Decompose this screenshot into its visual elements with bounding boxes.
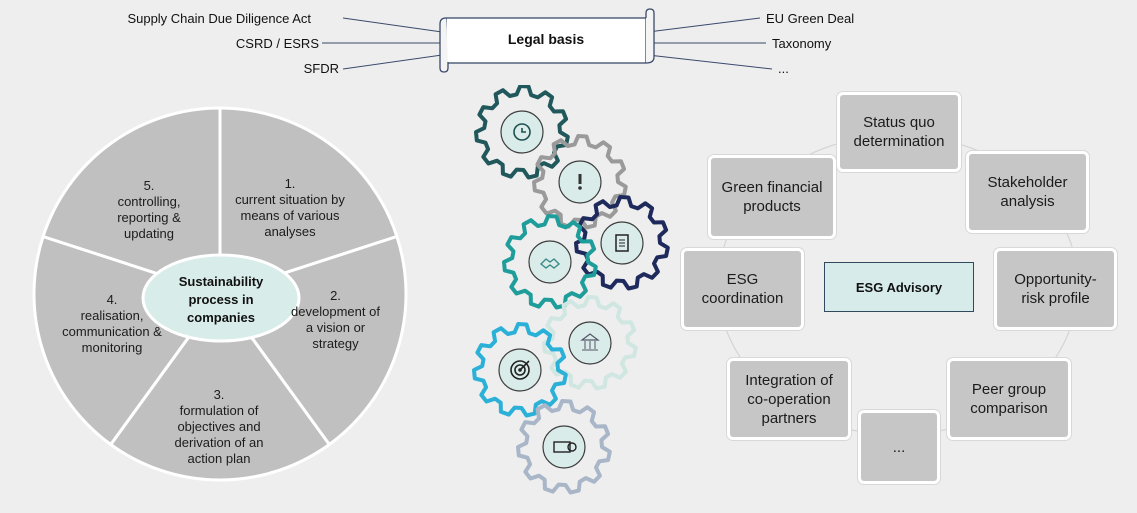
gear-target (472, 322, 568, 418)
gear-handshake (502, 214, 598, 310)
process-step-4-number: 4. (106, 292, 118, 307)
certificate-icon (553, 441, 577, 453)
process-step-1-number: 1. (284, 176, 296, 191)
process-step-1-text: current situation by means of various an… (235, 192, 345, 239)
document-icon (615, 234, 629, 252)
process-step-3-number: 3. (213, 387, 225, 402)
legal-item-eu-green-deal: EU Green Deal (766, 11, 855, 26)
advisory-stakeholder: Stakeholder analysis (966, 151, 1089, 233)
process-step-4: 4. realisation, communication & monitori… (62, 292, 162, 356)
process-step-1: 1. current situation by means of various… (225, 176, 355, 240)
legal-item-more: ... (778, 61, 789, 76)
process-hub (141, 253, 301, 343)
exclamation-icon (578, 174, 582, 190)
gear-exclamation (532, 134, 628, 230)
process-step-5: 5. controlling, reporting & updating (103, 178, 195, 242)
legal-scroll (439, 8, 655, 73)
legal-basis-title: Legal basis (507, 31, 585, 47)
legal-item-csrd: CSRD / ESRS (235, 36, 319, 51)
legal-item-taxonomy: Taxonomy (772, 36, 832, 51)
process-step-5-number: 5. (143, 178, 155, 193)
gears-cluster (472, 85, 670, 495)
legal-item-sfdr: SFDR (303, 61, 339, 76)
gear-clock (474, 85, 570, 180)
gear-bank (542, 295, 638, 391)
gear-certificate (516, 399, 612, 495)
process-segment-5 (41, 106, 222, 297)
advisory-peer-group: Peer group comparison (947, 358, 1071, 440)
bank-icon (580, 333, 600, 351)
advisory-green-products: Green financial products (708, 155, 836, 239)
esg-advisory-center: ESG Advisory (824, 262, 974, 312)
process-step-5-text: controlling, reporting & updating (117, 194, 181, 241)
process-segment-3 (108, 291, 332, 482)
advisory-opportunity-risk: Opportunity-risk profile (994, 248, 1117, 330)
process-hub-label: Sustainability process in companies (178, 274, 264, 325)
clock-icon (513, 123, 531, 141)
advisory-more: ... (858, 410, 940, 484)
process-step-4-text: realisation, communication & monitoring (62, 308, 162, 355)
process-step-3-text: formulation of objectives and derivation… (174, 403, 264, 466)
process-step-2-text: development of a vision or strategy (291, 304, 380, 351)
process-step-3: 3. formulation of objectives and derivat… (159, 387, 279, 467)
handshake-icon (539, 258, 561, 269)
legal-item-supply-chain: Supply Chain Due Diligence Act (127, 11, 311, 26)
advisory-integration: Integration of co-operation partners (727, 358, 851, 440)
legal-connectors (322, 8, 773, 73)
process-step-2: 2. development of a vision or strategy (288, 288, 383, 352)
process-wheel (32, 106, 408, 482)
advisory-status-quo: Status quo determination (837, 92, 961, 172)
process-step-2-number: 2. (330, 288, 341, 303)
advisory-esg-coordination: ESG coordination (681, 248, 804, 330)
process-segment-1 (218, 106, 399, 297)
target-icon (510, 360, 530, 380)
gear-document (574, 195, 670, 291)
